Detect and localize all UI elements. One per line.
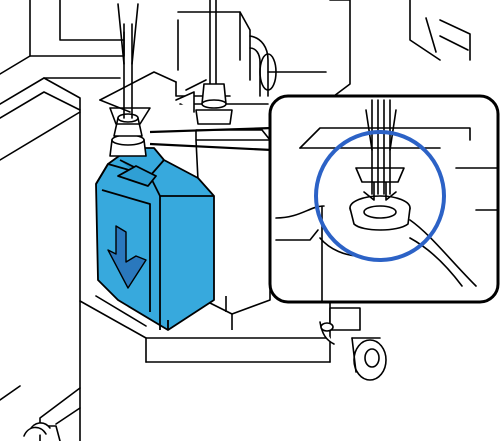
secondary-cap	[176, 0, 232, 124]
magnifier-callout-icon	[270, 96, 500, 302]
waste-ink-bottle	[96, 148, 214, 330]
bottle-cap	[110, 4, 150, 156]
foot	[24, 423, 60, 441]
